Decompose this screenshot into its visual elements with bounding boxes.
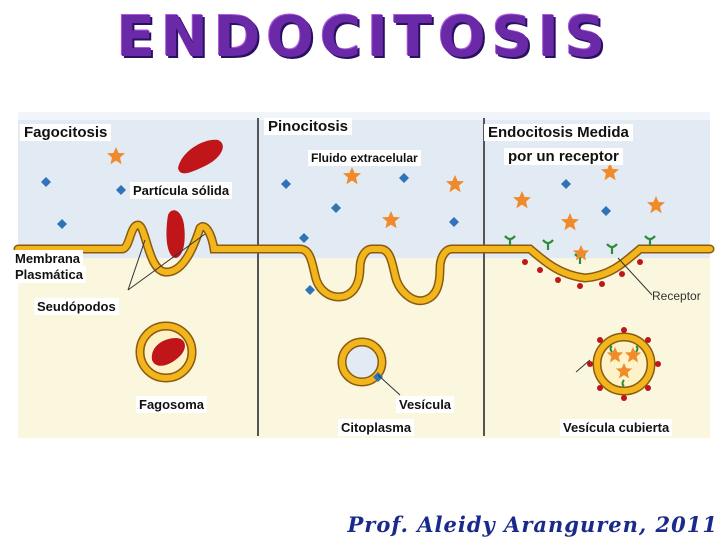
section-title-receptor-line1: Endocitosis Medida <box>484 124 633 141</box>
label-plasmatica: Plasmática <box>12 266 86 283</box>
label-vesicula-cubierta: Vesícula cubierta <box>560 419 673 436</box>
section-title-fagocitosis: Fagocitosis <box>20 124 112 141</box>
solid-particle <box>178 139 223 174</box>
label-citoplasma: Citoplasma <box>338 419 415 436</box>
engulfed-particle <box>166 210 185 258</box>
label-vesicula: Vesícula <box>396 396 455 413</box>
receptor-pointer <box>617 257 653 296</box>
label-membrana: Membrana <box>12 250 84 267</box>
section-title-receptor-line2: por un receptor <box>504 148 623 165</box>
label-fagosoma: Fagosoma <box>136 396 208 413</box>
label-fluido-extracelular: Fluido extracelular <box>308 150 421 166</box>
page-title: ENDOCITOSIS <box>116 5 612 70</box>
label-seudopodos: Seudópodos <box>34 298 119 315</box>
label-particula-solida: Partícula sólida <box>130 182 233 199</box>
section-title-pinocitosis: Pinocitosis <box>264 118 353 135</box>
author-credit: Prof. Aleidy Aranguren, 2011 <box>347 512 718 537</box>
label-receptor: Receptor <box>652 289 701 303</box>
